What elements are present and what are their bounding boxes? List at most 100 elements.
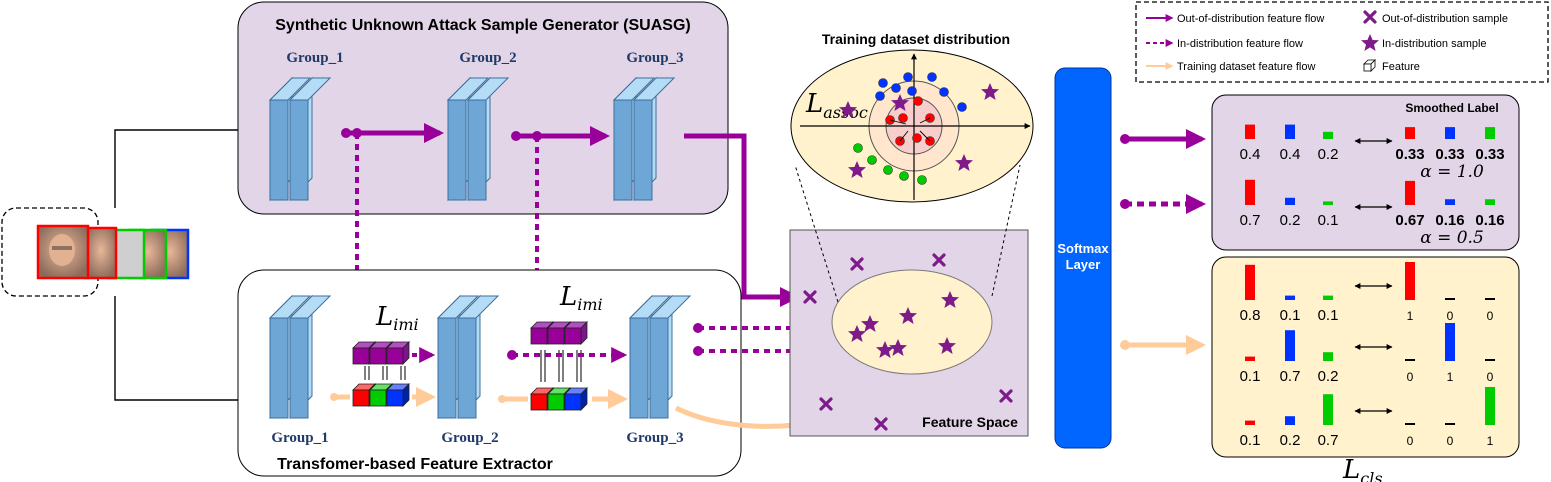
smoothed-value: 0.1 — [1318, 212, 1339, 229]
smoothed-value: 0.2 — [1280, 212, 1301, 229]
smoothed-target-bar-1-1 — [1445, 199, 1455, 205]
smoothed-bar-0-2 — [1323, 131, 1333, 139]
feature-cube-stack-ood-1 — [352, 341, 410, 365]
extractor-group2-label: Group_2 — [441, 430, 498, 446]
cls-onehot-bar-1-0 — [1405, 359, 1415, 361]
smoothed-target-value: 0.33 — [1475, 146, 1504, 163]
softmax-box — [1054, 67, 1112, 449]
cls-bar-2-1 — [1285, 416, 1295, 425]
softmax-line1: Softmax — [1057, 241, 1109, 256]
input-image-group — [1, 125, 263, 405]
legend: Out-of-distribution feature flow In-dist… — [1135, 1, 1549, 83]
suasg-group2-label: Group_2 — [459, 50, 516, 66]
feature-space-panel: Feature Space — [789, 164, 1029, 437]
smoothed-target-value: 0.33 — [1395, 146, 1424, 163]
legend-ind-flow: In-distribution feature flow — [1177, 38, 1303, 50]
softmax-line2: Layer — [1066, 257, 1101, 272]
cls-onehot-value: 1 — [1407, 309, 1414, 323]
smoothed-target-bar-1-2 — [1485, 199, 1495, 205]
feature-cube-stack-ood-2 — [530, 321, 588, 345]
smoothed-value: 0.4 — [1280, 146, 1301, 163]
extractor-group1-label: Group_1 — [271, 430, 328, 446]
smoothed-label-title: Smoothed Label — [1405, 101, 1498, 115]
smoothed-target-value: 0.33 — [1435, 146, 1464, 163]
training-distribution-panel: Training dataset distribution Lassoc — [790, 31, 1034, 203]
cls-onehot-bar-2-1 — [1445, 423, 1455, 425]
legend-train-flow: Training dataset feature flow — [1177, 61, 1315, 73]
cls-value: 0.1 — [1240, 368, 1261, 385]
cls-onehot-value: 1 — [1447, 370, 1454, 384]
feature-cube-stack-train-2 — [530, 387, 588, 411]
smoothed-bar-0-1 — [1285, 124, 1295, 139]
cls-box — [1211, 256, 1520, 458]
cls-onehot-bar-2-2 — [1485, 387, 1495, 425]
cls-bar-2-2 — [1323, 394, 1333, 425]
smoothed-target-bar-1-0 — [1405, 180, 1415, 205]
suasg-group3-label: Group_3 — [626, 50, 683, 66]
blue-samples — [875, 72, 967, 112]
cls-value: 0.2 — [1318, 368, 1339, 385]
cls-bar-0-0 — [1245, 264, 1255, 300]
l-cls-label: Lcls — [1342, 455, 1383, 482]
cls-value: 0.2 — [1280, 432, 1301, 449]
legend-ind-sample: In-distribution sample — [1382, 38, 1487, 50]
ood-flow-to-feature-space — [684, 133, 800, 307]
smoothed-target-bar-0-1 — [1445, 127, 1455, 139]
smoothed-target-value: 0.67 — [1395, 212, 1424, 229]
extractor-box — [237, 269, 742, 477]
extractor-panel: Transfomer-based Feature Extractor Group… — [237, 269, 909, 477]
suasg-title: Synthetic Unknown Attack Sample Generato… — [275, 17, 690, 34]
smoothed-target-bar-0-2 — [1485, 127, 1495, 139]
feature-cube-stack-train-1 — [352, 383, 410, 407]
cls-onehot-bar-0-1 — [1445, 298, 1455, 300]
smoothed-target-value: 0.16 — [1475, 212, 1504, 229]
cls-bar-1-0 — [1245, 356, 1255, 361]
cls-value: 0.1 — [1240, 432, 1261, 449]
alpha-label: α = 0.5 — [1420, 228, 1484, 248]
input-dashed-box — [1, 207, 99, 297]
cls-bar-0-1 — [1285, 295, 1295, 300]
extractor-title: Transfomer-based Feature Extractor — [277, 456, 553, 473]
legend-ood-flow: Out-of-distribution feature flow — [1177, 13, 1324, 25]
cls-onehot-value: 0 — [1407, 370, 1414, 384]
cls-onehot-bar-0-0 — [1405, 262, 1415, 300]
cls-onehot-bar-1-1 — [1445, 323, 1455, 361]
smoothed-value: 0.2 — [1318, 146, 1339, 163]
legend-ood-sample: Out-of-distribution sample — [1382, 13, 1508, 25]
smoothed-bar-1-1 — [1285, 197, 1295, 205]
cls-bar-0-2 — [1323, 295, 1333, 300]
alpha-label: α = 1.0 — [1420, 162, 1484, 182]
cls-value: 0.8 — [1240, 307, 1261, 324]
smoothed-target-bar-0-0 — [1405, 127, 1415, 139]
cls-onehot-value: 0 — [1487, 309, 1494, 323]
l-imi-label-2: Limi — [559, 282, 603, 314]
smoothed-target-value: 0.16 — [1435, 212, 1464, 229]
extractor-group3-label: Group_3 — [626, 430, 683, 446]
cls-bar-1-2 — [1323, 352, 1333, 361]
legend-feature: Feature — [1382, 61, 1420, 73]
green-samples — [853, 143, 927, 185]
cls-onehot-value: 0 — [1487, 370, 1494, 384]
cls-value: 0.1 — [1280, 307, 1301, 324]
l-imi-label-1: Limi — [375, 302, 419, 334]
cls-value: 0.7 — [1280, 368, 1301, 385]
cls-bar-1-1 — [1285, 330, 1295, 361]
softmax-layer: Softmax Layer — [1054, 67, 1206, 449]
cls-onehot-bar-2-0 — [1405, 423, 1415, 425]
training-distribution-title: Training dataset distribution — [822, 31, 1010, 47]
input-to-extractor-arrow — [114, 296, 263, 405]
face-image-stack — [36, 224, 190, 280]
legend-box — [1135, 1, 1549, 83]
smoothed-bar-1-2 — [1323, 201, 1333, 205]
smoothed-value: 0.4 — [1240, 146, 1261, 163]
cls-onehot-value: 1 — [1487, 434, 1494, 448]
cls-onehot-value: 0 — [1447, 309, 1454, 323]
cls-onehot-bar-1-2 — [1485, 359, 1495, 361]
input-to-suasg-arrow — [114, 125, 263, 208]
smoothed-bar-1-0 — [1245, 179, 1255, 205]
